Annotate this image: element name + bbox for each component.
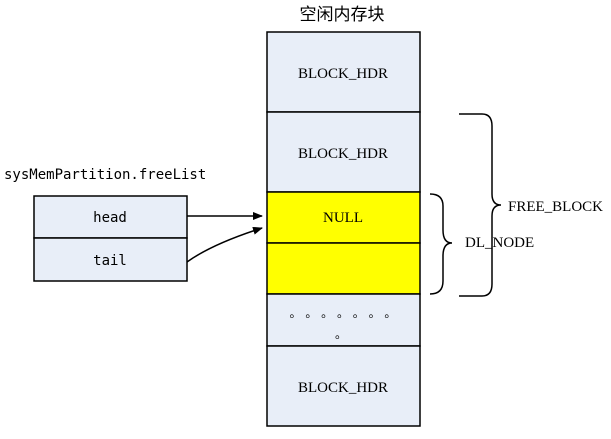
ellipsis-box	[266, 293, 421, 347]
null-node-box	[266, 191, 421, 244]
block-hdr-label-3: BLOCK_HDR	[298, 380, 388, 396]
tail-field-label: tail	[93, 253, 127, 269]
diagram-title: 空闲内存块	[300, 5, 385, 25]
null-label: NULL	[323, 210, 363, 226]
dl-node-label: DL_NODE	[465, 235, 534, 251]
block-hdr-box-1	[266, 31, 421, 113]
ellipsis-dots-row2: 。	[335, 327, 347, 341]
block-hdr-box-2	[266, 111, 421, 193]
block-hdr-label-1: BLOCK_HDR	[298, 66, 388, 82]
memory-column: BLOCK_HDR BLOCK_HDR NULL 。 。 。 。 。 。 。 。…	[266, 31, 421, 427]
block-hdr-box-3	[266, 345, 421, 427]
ellipsis-dots-row1: 。 。 。 。 。 。 。	[290, 306, 397, 320]
free-block-brace	[459, 113, 502, 297]
head-field-label: head	[93, 210, 127, 226]
tail-pointer-arrow	[186, 226, 263, 263]
block-hdr-label-2: BLOCK_HDR	[298, 146, 388, 162]
head-field-box	[33, 195, 188, 239]
dl-node-brace	[429, 193, 453, 295]
free-block-label: FREE_BLOCK	[508, 199, 603, 215]
node-box-2	[266, 242, 421, 295]
tail-field-box	[33, 237, 188, 282]
freelist-struct: sysMemPartition.freeList head tail	[4, 167, 206, 282]
freelist-label: sysMemPartition.freeList	[4, 167, 206, 183]
